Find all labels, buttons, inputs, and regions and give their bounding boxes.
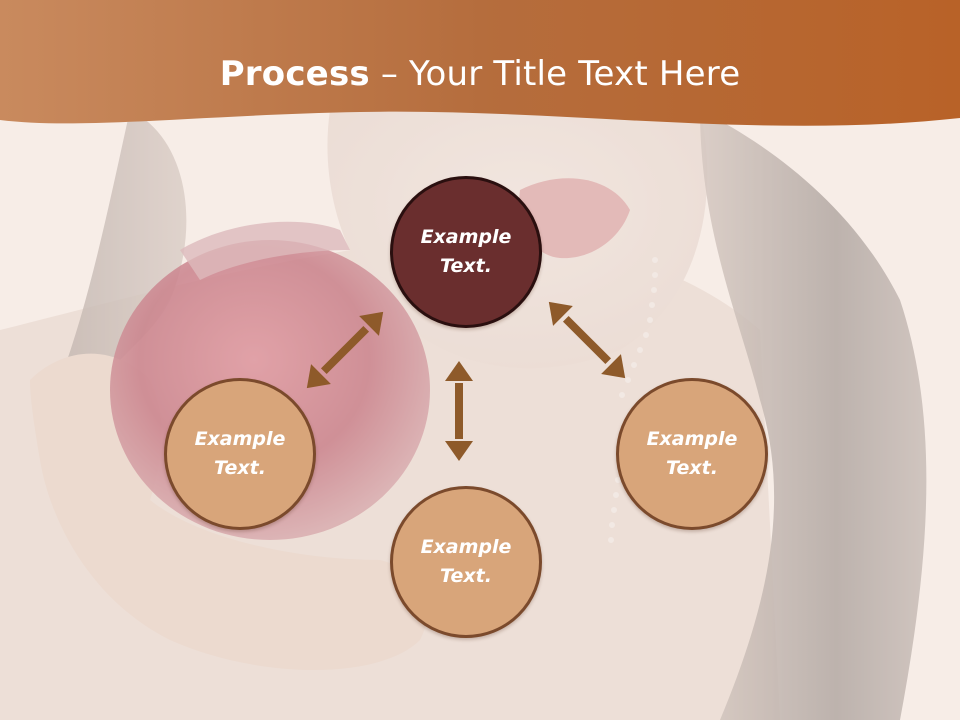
node-bottom-label: Example Text. bbox=[420, 536, 512, 587]
arrow-center-right bbox=[548, 301, 626, 379]
arrow-center-bottom bbox=[445, 361, 473, 461]
title-rest: – Your Title Text Here bbox=[369, 54, 741, 94]
node-center-label: Example Text. bbox=[420, 226, 512, 277]
title-bold: Process bbox=[219, 54, 370, 94]
node-center[interactable]: Example Text. bbox=[390, 176, 542, 328]
node-left-label: Example Text. bbox=[194, 428, 286, 479]
slide-title: Process – Your Title Text Here bbox=[0, 52, 960, 96]
header-band bbox=[0, 0, 960, 126]
arrow-center-left bbox=[306, 311, 384, 389]
node-left[interactable]: Example Text. bbox=[164, 378, 316, 530]
node-right[interactable]: Example Text. bbox=[616, 378, 768, 530]
node-bottom[interactable]: Example Text. bbox=[390, 486, 542, 638]
node-right-label: Example Text. bbox=[646, 428, 738, 479]
